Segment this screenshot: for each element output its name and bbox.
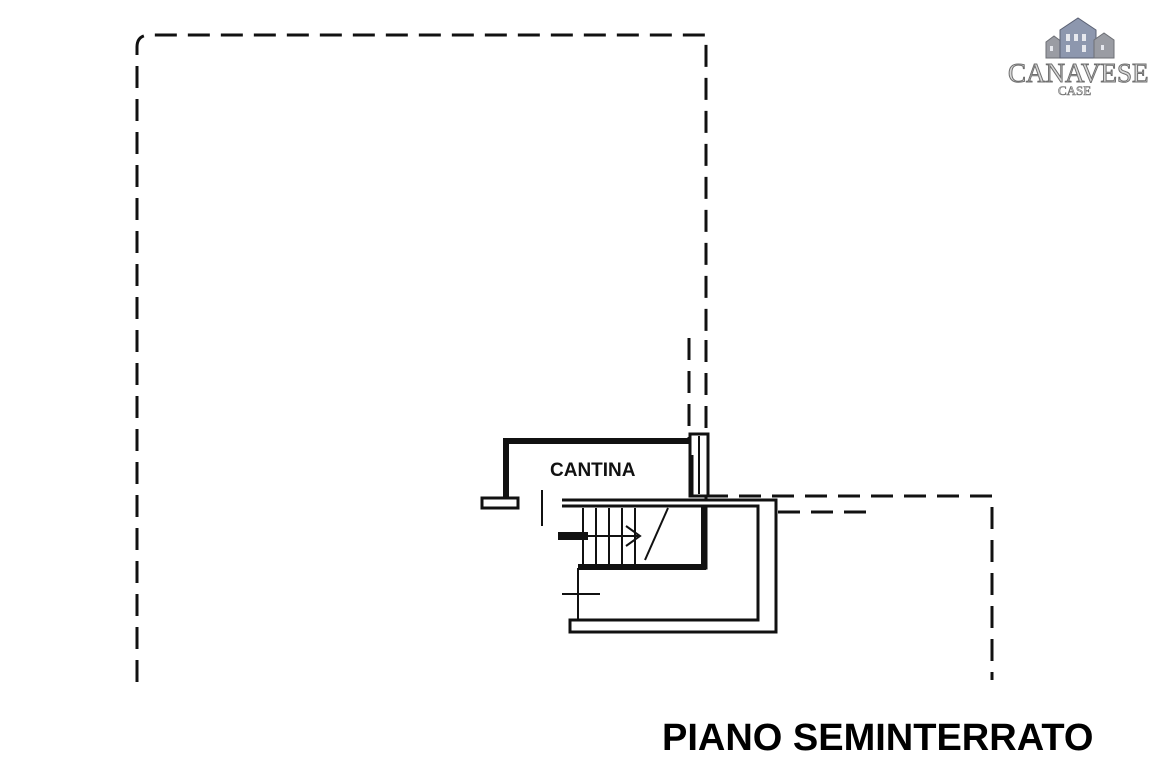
stair-arrow-head <box>625 525 642 547</box>
floor-title: PIANO SEMINTERRATO <box>662 717 1093 759</box>
logo-brand: CANAVESE <box>1008 58 1149 88</box>
stair-arrow-tail <box>558 532 588 540</box>
landing-wall <box>578 504 760 622</box>
landing-outer-wall <box>568 496 778 634</box>
terrace-boundary <box>706 494 994 680</box>
stair-cut-line <box>644 507 669 561</box>
canavese-case-logo: CANAVESE CASE <box>1008 17 1149 98</box>
property-boundary <box>135 33 708 682</box>
entry-step <box>480 496 520 510</box>
room-label-cantina: CANTINA <box>550 460 636 481</box>
cantina-wall-lower <box>690 455 706 498</box>
cantina-wall <box>503 438 692 498</box>
logo-sub: CASE <box>1058 83 1091 98</box>
houses-icon <box>1045 17 1115 59</box>
